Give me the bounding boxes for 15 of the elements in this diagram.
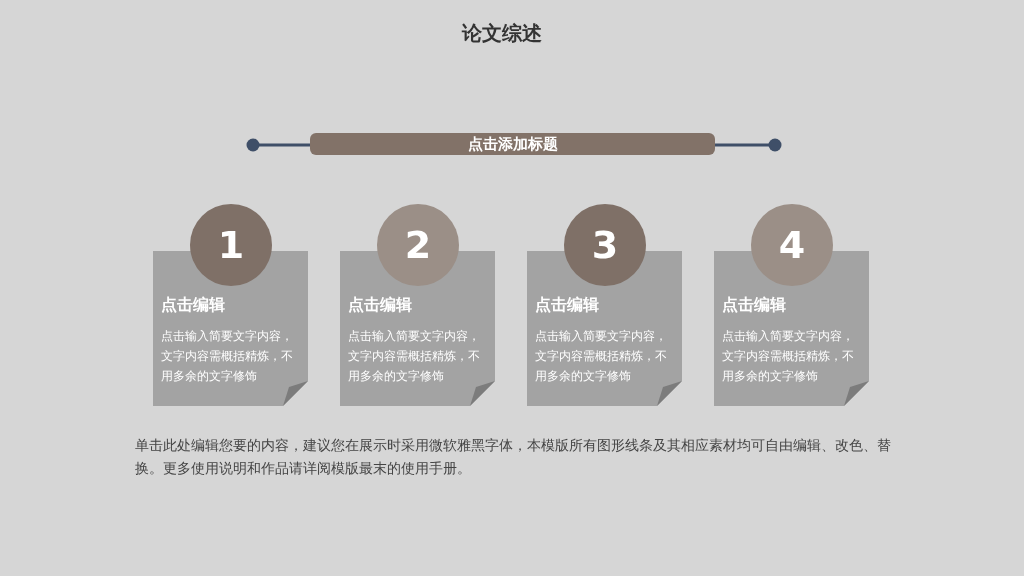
card-heading: 点击编辑 bbox=[161, 295, 225, 316]
card-heading: 点击编辑 bbox=[348, 295, 412, 316]
title: 论文综述 bbox=[462, 20, 542, 47]
card-heading: 点击编辑 bbox=[722, 295, 786, 316]
number-circle: 1 bbox=[190, 204, 272, 286]
number-circle: 4 bbox=[751, 204, 833, 286]
card-description: 点击输入简要文字内容，文字内容需概括精炼，不用多余的文字修饰 bbox=[348, 327, 481, 385]
card-description: 点击输入简要文字内容，文字内容需概括精炼，不用多余的文字修饰 bbox=[161, 327, 294, 385]
number-circle: 2 bbox=[377, 204, 459, 286]
card-description: 点击输入简要文字内容，文字内容需概括精炼，不用多余的文字修饰 bbox=[722, 327, 855, 385]
card-description: 点击输入简要文字内容，文字内容需概括精炼，不用多余的文字修饰 bbox=[535, 327, 668, 385]
note-paragraph: 单击此处编辑您要的内容，建议您在展示时采用微软雅黑字体，本模版所有图形线条及其相应素材均可自由编辑、改色、替换。更多使用说明和作品请详阅模版最末的使用手册。 bbox=[135, 436, 892, 478]
number-circle: 3 bbox=[564, 204, 646, 286]
card-heading: 点击编辑 bbox=[535, 295, 599, 316]
title-bar: 点击添加标题 bbox=[310, 133, 715, 155]
